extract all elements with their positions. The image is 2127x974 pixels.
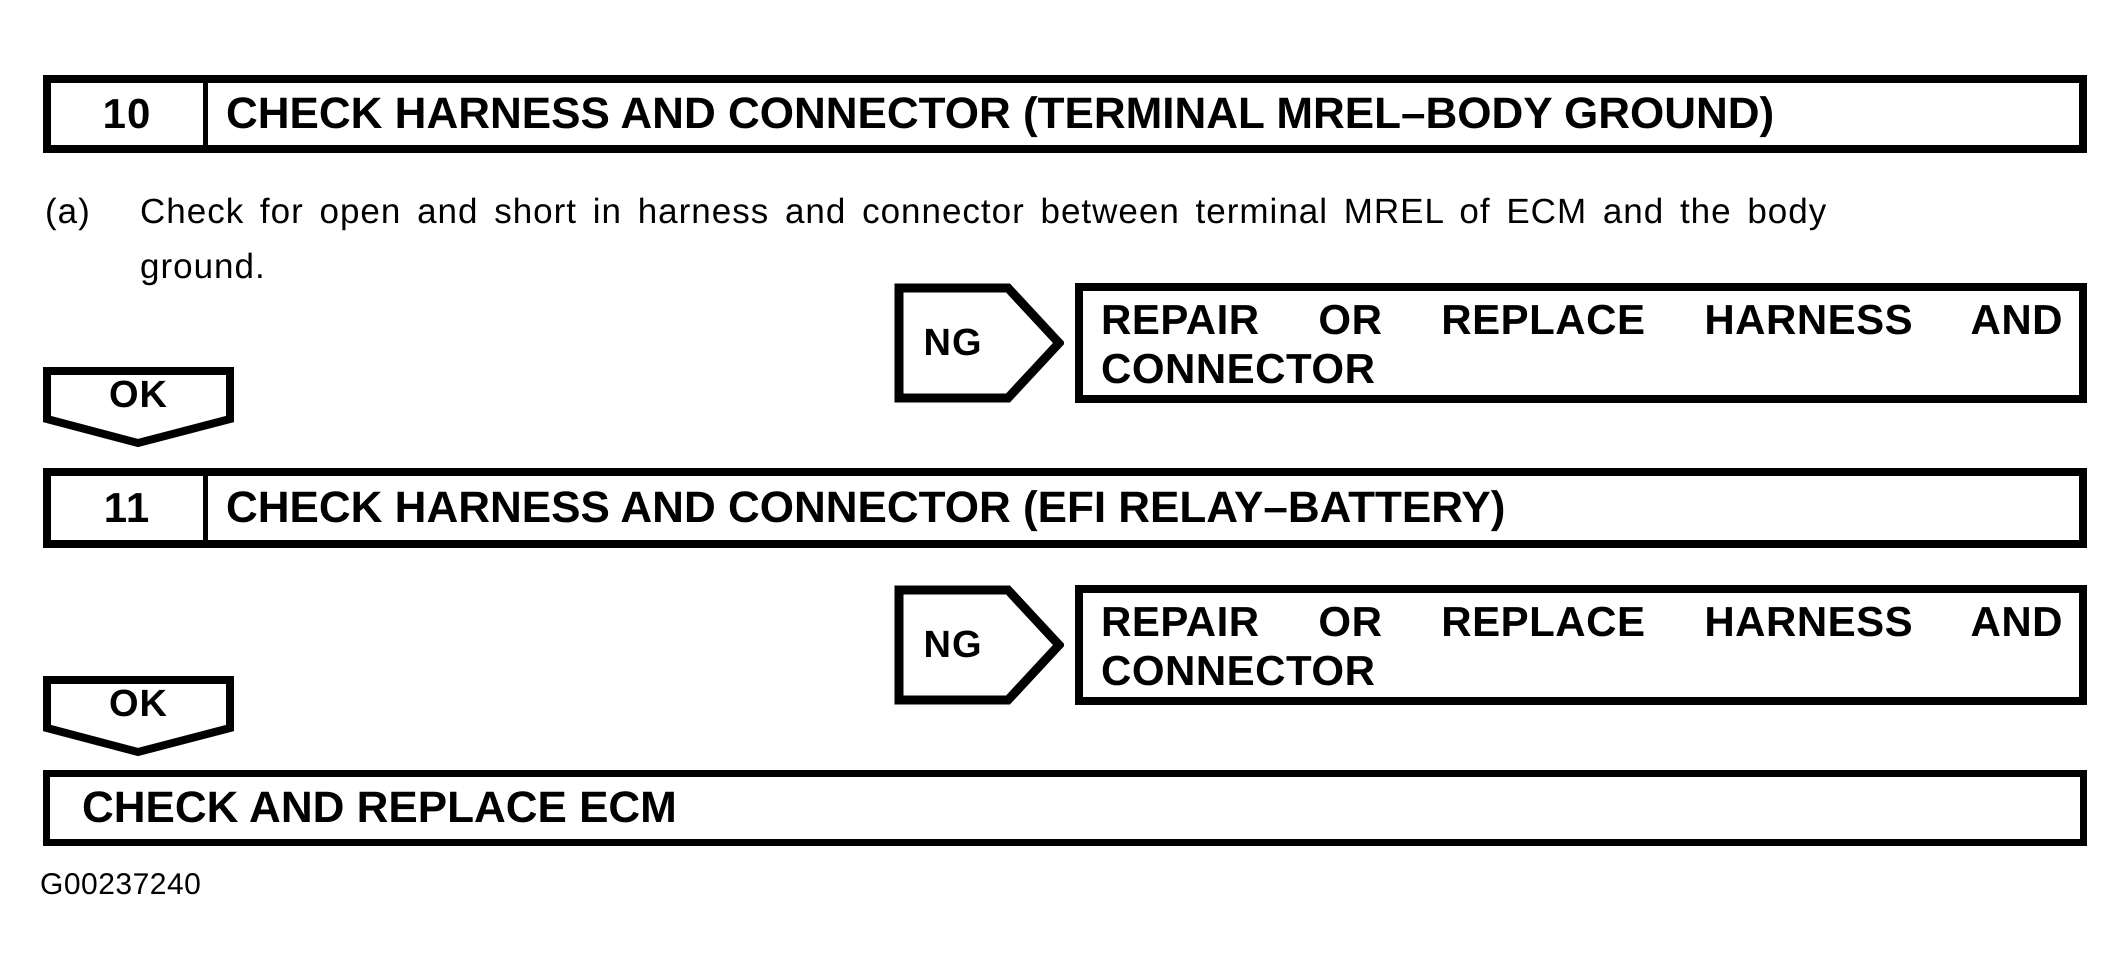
ok-banner-icon — [43, 676, 234, 756]
step-11-number: 11 — [51, 476, 208, 540]
final-action-label: CHECK AND REPLACE ECM — [82, 783, 677, 832]
ok-label: OK — [109, 373, 168, 416]
step-11-header: 11 CHECK HARNESS AND CONNECTOR (EFI RELA… — [43, 468, 2087, 548]
step-10-header: 10 CHECK HARNESS AND CONNECTOR (TERMINAL… — [43, 75, 2087, 153]
final-action-bar: CHECK AND REPLACE ECM — [43, 770, 2087, 846]
instruction-text-line: Check for open and short in harness and … — [140, 192, 1828, 231]
ng-arrow-icon — [894, 585, 1064, 705]
ng-label: NG — [923, 623, 983, 666]
ng-arrow-icon — [894, 283, 1064, 403]
figure-id: G00237240 — [40, 868, 202, 901]
step-11-title: CHECK HARNESS AND CONNECTOR (EFI RELAY–B… — [226, 483, 1506, 532]
result-line: REPAIR OR REPLACE HARNESS AND — [1101, 296, 2063, 343]
instruction-text-line: ground. — [140, 247, 266, 286]
ng-label: NG — [923, 321, 983, 364]
step-10-number: 10 — [51, 83, 208, 145]
result-line: REPAIR OR REPLACE HARNESS AND — [1101, 598, 2063, 645]
instruction-text: Check for open and short in harness and … — [140, 184, 2090, 294]
ok-banner: OK — [43, 676, 234, 756]
result-line: CONNECTOR — [1101, 345, 1376, 392]
ok-banner: OK — [43, 367, 234, 447]
ng-arrow: NG — [894, 585, 1064, 705]
ng-result-box: REPAIR OR REPLACE HARNESS AND CONNECTOR — [1075, 585, 2087, 705]
step-10-title: CHECK HARNESS AND CONNECTOR (TERMINAL MR… — [226, 89, 1775, 138]
ok-banner-icon — [43, 367, 234, 447]
instruction-item-label: (a) — [45, 192, 91, 231]
ok-label: OK — [109, 682, 168, 725]
ng-result-box: REPAIR OR REPLACE HARNESS AND CONNECTOR — [1075, 283, 2087, 403]
result-line: CONNECTOR — [1101, 647, 1376, 694]
ng-arrow: NG — [894, 283, 1064, 403]
